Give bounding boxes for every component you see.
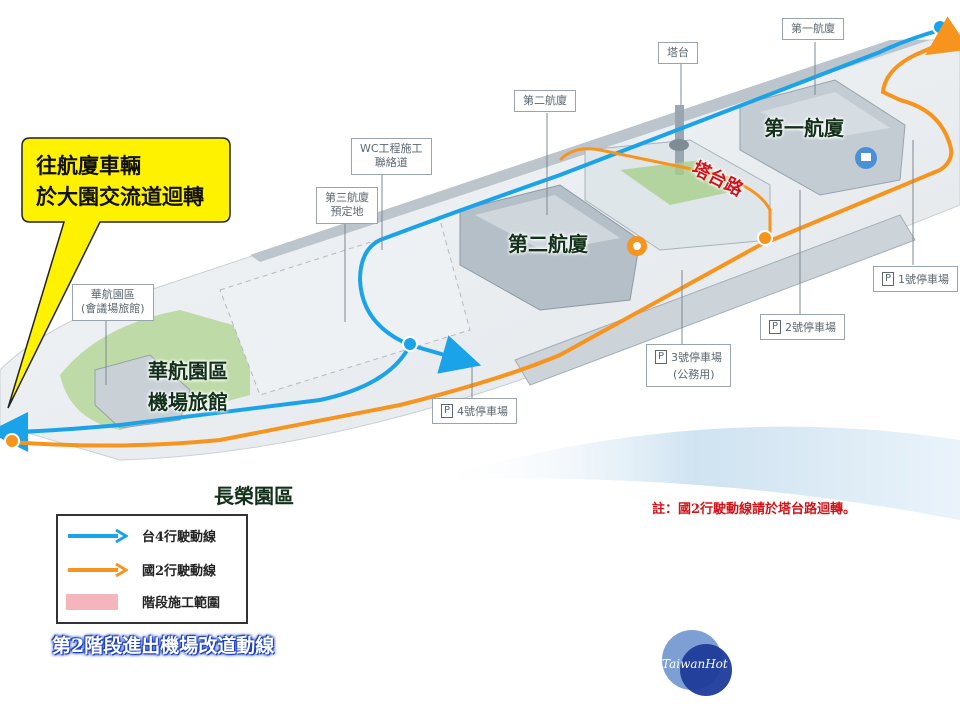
uturn-note: 註：國2行駛動線請於塔台路迴轉。 bbox=[652, 502, 857, 517]
pin-terminal2-icon bbox=[627, 236, 647, 256]
evergreen-title: 長榮園區 bbox=[214, 484, 294, 508]
parking-1-icon: P bbox=[882, 272, 895, 286]
parking-3-label: 3號停車場 bbox=[671, 351, 723, 364]
parking-3-box: P 3號停車場 (公務用) bbox=[646, 344, 732, 387]
hotel-box-line1: 華航園區 bbox=[90, 288, 135, 301]
parking-3-icon: P bbox=[655, 350, 668, 364]
terminal3-box: 第三航廈 預定地 bbox=[316, 187, 378, 224]
terminal3-box-line1: 第三航廈 bbox=[325, 191, 369, 204]
parking-2-icon: P bbox=[769, 320, 782, 334]
background-swoosh bbox=[430, 426, 960, 520]
route-guo2-arrow bbox=[925, 16, 960, 56]
control-tower-top bbox=[669, 139, 689, 151]
route-guo2-start-dot bbox=[4, 433, 20, 449]
legend-item-guo2: 國2行駛動線 bbox=[66, 560, 216, 579]
hotel-title-line1: 華航園區 bbox=[148, 359, 228, 383]
legend-swatch-construction-icon bbox=[66, 593, 118, 610]
terminal2-title: 第二航廈 bbox=[508, 232, 588, 256]
legend-arrow-orange-icon bbox=[68, 562, 128, 577]
legend-item-construction: 階段施工範圍 bbox=[66, 592, 220, 611]
parking-1-label: 1號停車場 bbox=[898, 273, 950, 286]
legend-arrow-blue-icon bbox=[68, 528, 128, 543]
route-guo2-main bbox=[9, 40, 954, 448]
parking-4-icon: P bbox=[441, 404, 454, 418]
route-tai4-outbound bbox=[0, 344, 412, 452]
callout-line2: 於大園交流道迴轉 bbox=[36, 184, 204, 209]
hotel-box: 華航園區 (會議場旅館) bbox=[72, 284, 154, 321]
parking-2-box: P 2號停車場 bbox=[760, 314, 846, 340]
callout-bubble bbox=[7, 137, 231, 409]
route-tai4-inbound bbox=[357, 28, 941, 374]
terminal1-title: 第一航廈 bbox=[764, 116, 844, 140]
hotel-title-line2: 機場旅館 bbox=[148, 390, 228, 414]
pin-terminal1-icon bbox=[855, 147, 877, 169]
terminal1-box: 第一航廈 bbox=[782, 18, 844, 41]
hotel-building bbox=[94, 354, 191, 429]
terminal2-box: 第二航廈 bbox=[514, 90, 576, 113]
parking-4-box: P 4號停車場 bbox=[432, 398, 518, 424]
green-patch-1 bbox=[620, 160, 740, 205]
terminal3-box-line2: 預定地 bbox=[330, 205, 364, 219]
phase-title: 第2階段進出機場改道動線 bbox=[52, 635, 275, 657]
terminal1-roof bbox=[760, 92, 890, 140]
wc-box-line2: 聯絡道 bbox=[374, 156, 408, 170]
taiwanhot-logo bbox=[662, 630, 732, 696]
wc-box-line1: WC工程施工 bbox=[360, 142, 423, 155]
route-tai4-mid-dot bbox=[402, 336, 418, 352]
legend-label-tai4: 台4行駛動線 bbox=[142, 530, 217, 545]
callout-text: 往航廈車輛 於大園交流道迴轉 bbox=[36, 150, 204, 212]
taiwanhot-logo-text: TaiwanHot bbox=[662, 657, 728, 671]
legend-label-construction: 階段施工範圍 bbox=[142, 596, 221, 611]
route-guo2-uturn-dot bbox=[757, 230, 773, 246]
wc-box: WC工程施工 聯絡道 bbox=[351, 138, 432, 175]
parking-structures bbox=[514, 214, 916, 386]
parking-1-box: P 1號停車場 bbox=[873, 266, 959, 292]
legend-item-tai4: 台4行駛動線 bbox=[66, 526, 216, 545]
callout-line1: 往航廈車輛 bbox=[36, 153, 141, 178]
parking-4-label: 4號停車場 bbox=[457, 405, 509, 418]
route-guo2-tower-road bbox=[558, 147, 772, 240]
tower-box: 塔台 bbox=[658, 42, 698, 65]
terminal2-roof bbox=[475, 195, 620, 252]
hotel-box-line2: (會議場旅館) bbox=[81, 302, 145, 316]
legend: 台4行駛動線 國2行駛動線 階段施工範圍 bbox=[56, 514, 248, 624]
route-tai4-start-dot bbox=[932, 19, 948, 35]
parking-2-label: 2號停車場 bbox=[785, 321, 837, 334]
legend-label-guo2: 國2行駛動線 bbox=[142, 564, 217, 579]
parking-3-sublabel: (公務用) bbox=[673, 368, 715, 381]
